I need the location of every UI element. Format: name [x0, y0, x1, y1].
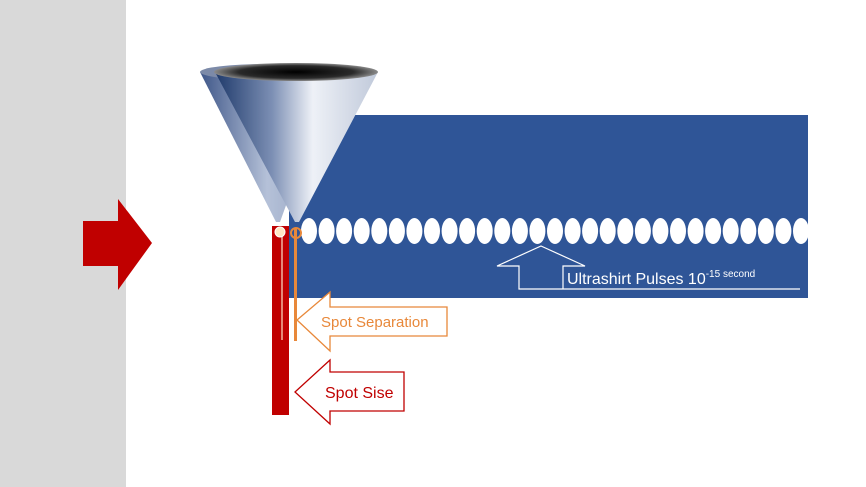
pulse-ellipse [441, 218, 458, 244]
pulse-ellipse [494, 218, 511, 244]
pulse-ellipse [687, 218, 704, 244]
pulse-ellipse [582, 218, 599, 244]
pulse-ellipse [793, 218, 809, 244]
pulse-ellipse [371, 218, 388, 244]
pulse-ellipse [652, 218, 669, 244]
pulse-ellipse [634, 218, 651, 244]
pulse-ellipse [406, 218, 423, 244]
spot-separation-label: Spot Separation [321, 314, 429, 331]
pulse-ellipse [740, 218, 757, 244]
pulse-ellipse [617, 218, 634, 244]
arrow-right-icon [83, 199, 152, 290]
arrow-left-icon [294, 358, 405, 426]
pulse-train [301, 218, 809, 244]
pulse-ellipse [318, 218, 335, 244]
pulse-ellipse [511, 218, 528, 244]
pulse-ellipse [529, 218, 546, 244]
spot-ring-icon [290, 227, 302, 239]
cone-icon [200, 63, 378, 222]
pulse-ellipse [722, 218, 739, 244]
spot-size-bar [272, 226, 289, 415]
spot-separation-bar [294, 228, 297, 341]
pulse-ellipse [757, 218, 774, 244]
pulse-ellipse [301, 218, 317, 244]
pulse-ellipse [705, 218, 722, 244]
pulse-ellipse [424, 218, 440, 244]
pulses-label: Ultrashirt Pulses 10-15 second [567, 269, 755, 288]
pulse-ellipse [547, 218, 563, 244]
pulse-ellipse [388, 218, 405, 244]
pulse-ellipse [459, 218, 476, 244]
pulse-ellipse [775, 218, 792, 244]
spot-size-label: Spot Sise [325, 385, 394, 402]
arrow-up-icon [496, 245, 800, 290]
pulse-ellipse [599, 218, 616, 244]
spot-flash-icon [274, 226, 286, 238]
arrow-left-icon [296, 290, 448, 353]
pulse-ellipse [476, 218, 493, 244]
pulse-ellipse [336, 218, 353, 244]
pulse-ellipse [670, 218, 686, 244]
pulse-ellipse [564, 218, 581, 244]
pulse-band [289, 115, 808, 298]
pulse-ellipse [353, 218, 370, 244]
